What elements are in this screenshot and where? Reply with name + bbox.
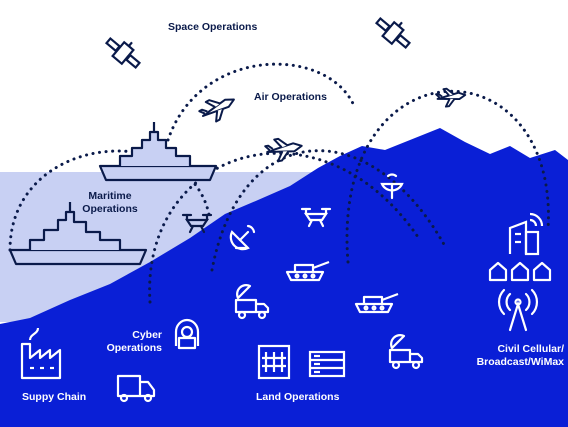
cyber-label-line2: Operations [106, 342, 162, 354]
office-building-icon [257, 344, 291, 380]
civil-label-line1: Civil Cellular/ [497, 343, 564, 355]
land-operations-label: Land Operations [256, 391, 340, 403]
space-operations-label: Space Operations [168, 21, 258, 33]
tank-icon [285, 260, 330, 282]
satellite-icon [104, 36, 142, 70]
cyber-label-line1: Cyber [132, 329, 162, 341]
air-operations-label: Air Operations [254, 91, 327, 103]
land-area [0, 128, 568, 427]
tank-icon [354, 292, 399, 314]
maritime-label-line1: Maritime [88, 190, 132, 202]
city-building-icon [508, 212, 544, 256]
land-coverage-arc [210, 149, 448, 272]
warship-icon [8, 202, 148, 266]
cell-tower-icon [497, 288, 539, 332]
maritime-operations-label: Maritime Operations [70, 190, 150, 216]
drone-icon [300, 207, 332, 228]
maritime-coverage-arc [8, 149, 212, 252]
houses-icon [488, 261, 552, 282]
delivery-truck-icon [116, 374, 156, 403]
cyber-operations-label: Cyber Operations [96, 329, 162, 355]
radar-dish-icon [380, 173, 404, 200]
supply-chain-label: Suppy Chain [22, 391, 87, 403]
radar-dish-icon [229, 224, 256, 251]
factory-icon [20, 327, 62, 380]
civil-label-line2: Broadcast/WiMax [476, 356, 564, 368]
maritime-label-line2: Operations [82, 203, 138, 215]
satellite-icon [374, 16, 412, 50]
jet-icon [435, 87, 467, 108]
server-rack-icon [308, 350, 346, 378]
air-coverage-arc [166, 62, 357, 142]
hacker-icon [174, 318, 200, 350]
radar-truck-icon [388, 334, 424, 370]
radar-truck-icon [234, 284, 270, 320]
warship-icon [98, 122, 218, 182]
jet-icon [264, 137, 303, 163]
jet-icon [198, 98, 235, 123]
civil-cellular-label: Civil Cellular/ Broadcast/WiMax [446, 343, 564, 369]
drone-icon [181, 213, 213, 234]
